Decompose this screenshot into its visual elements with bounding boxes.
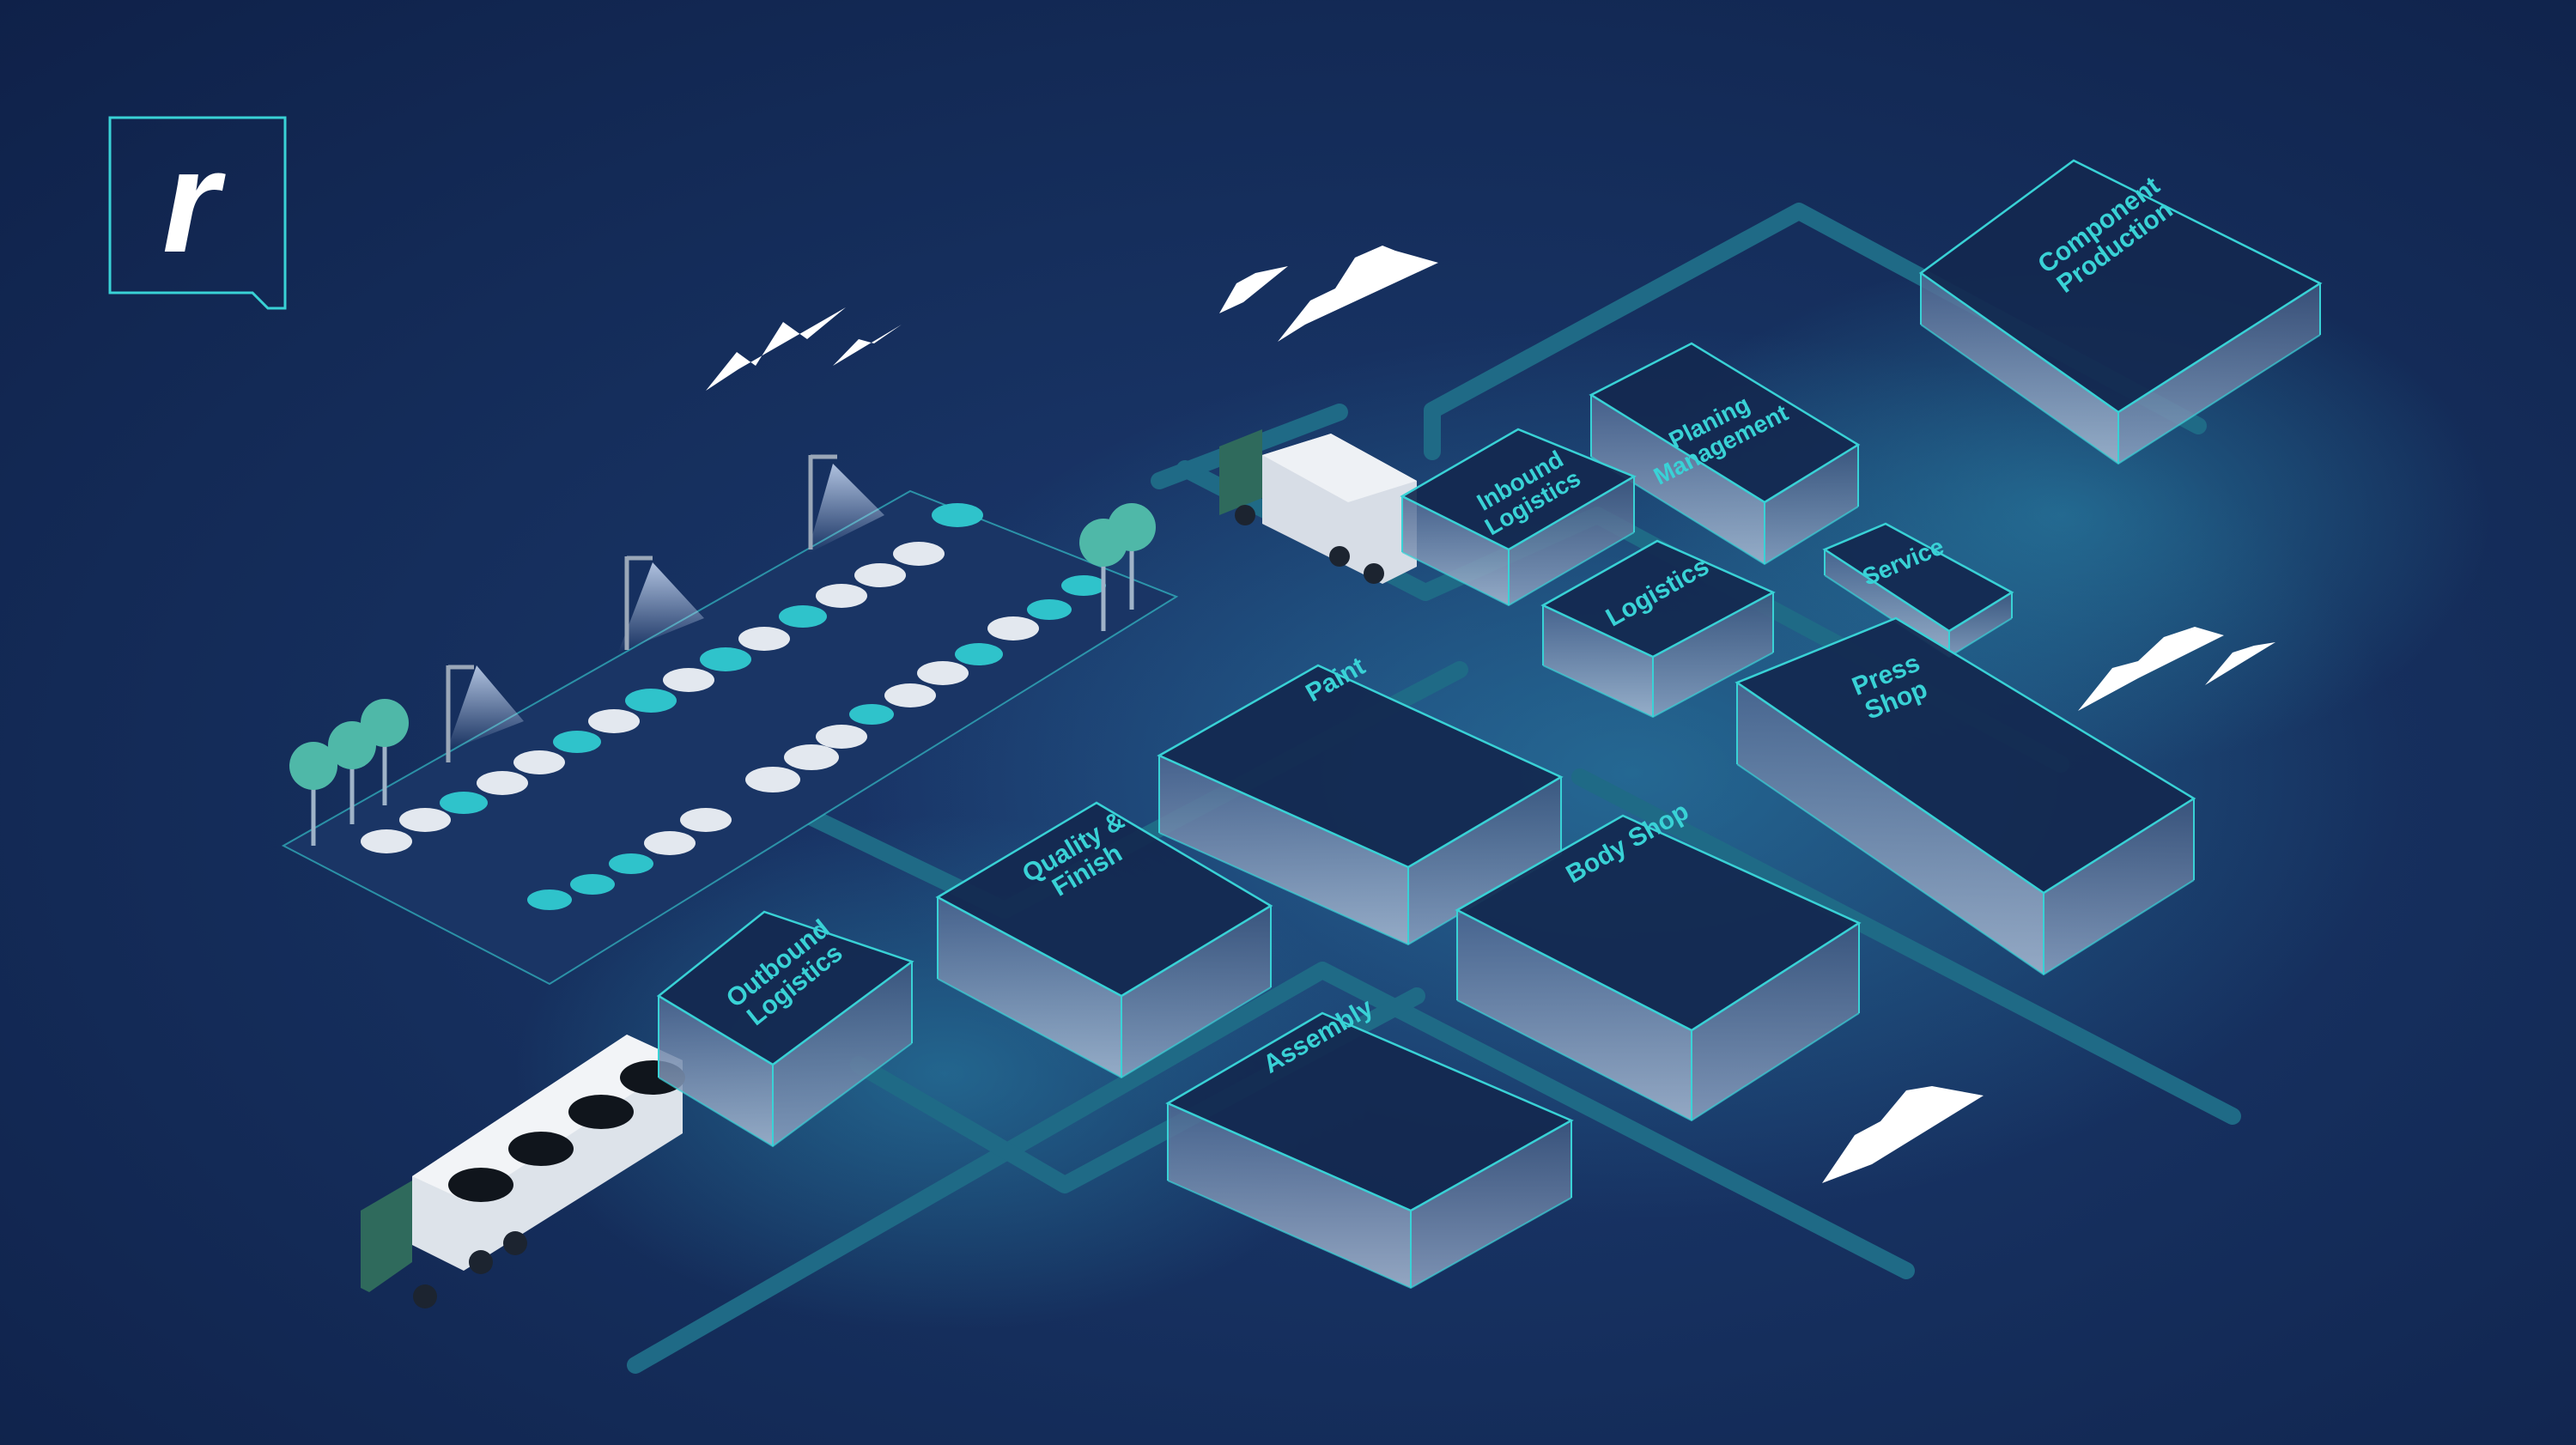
department-press-shop[interactable]: PressShop xyxy=(1735,616,2196,976)
box-left-wall xyxy=(1737,683,2044,974)
department-planing-management[interactable]: PlaningManagement xyxy=(1589,342,1861,566)
mountain-icon xyxy=(2205,642,2275,685)
box-base-edge xyxy=(1167,1180,1572,1290)
car-icon xyxy=(588,709,640,733)
car-row-2 xyxy=(527,575,1106,910)
car-icon xyxy=(680,808,732,832)
department-logistics[interactable]: Logistics xyxy=(1540,539,1776,719)
mountain-icon xyxy=(1278,246,1438,342)
box-left-wall xyxy=(1457,910,1692,1120)
car-icon xyxy=(955,643,1003,665)
car-icon xyxy=(849,704,894,725)
box-left-wall xyxy=(938,897,1121,1078)
car-icon xyxy=(553,731,601,753)
car-icon xyxy=(816,725,867,749)
box-left-wall xyxy=(1921,273,2118,464)
car-icon xyxy=(893,542,945,566)
car-icon xyxy=(932,503,983,527)
truck-icon xyxy=(361,1035,685,1308)
department-outbound-logistics[interactable]: OutboundLogistics xyxy=(656,910,914,1148)
car-icon xyxy=(513,750,565,774)
department-assembly[interactable]: Assembly xyxy=(1165,993,1574,1290)
box-right-wall xyxy=(1509,477,1634,605)
tree-icon xyxy=(1108,503,1156,610)
box-left-wall xyxy=(1402,496,1509,605)
car-icon xyxy=(700,647,751,671)
box-right-wall xyxy=(2118,283,2320,464)
box-right-wall xyxy=(2044,798,2194,974)
inbound-truck xyxy=(1219,429,1417,584)
mountain-icon xyxy=(706,307,846,391)
street-lamp-icon xyxy=(618,556,704,653)
box-right-wall xyxy=(1949,592,2012,657)
box-base-edge xyxy=(1542,652,1774,719)
box-right-wall xyxy=(1411,1120,1571,1288)
mountain-icon xyxy=(833,325,902,366)
tree-icon xyxy=(289,742,337,846)
department-inbound-logistics[interactable]: InboundLogistics xyxy=(1400,428,1637,607)
car-icon xyxy=(399,808,451,832)
car-icon xyxy=(361,829,412,853)
car-icon xyxy=(784,744,839,770)
mountain-icon xyxy=(1822,1086,1984,1183)
department-paint[interactable]: Paint xyxy=(1157,652,1564,946)
box-base-edge xyxy=(1401,531,1635,607)
box-left-wall xyxy=(1825,549,1949,657)
car-icon xyxy=(477,771,528,795)
car-icon xyxy=(1061,575,1106,596)
car-icon xyxy=(609,853,653,874)
car-icon xyxy=(644,831,696,855)
box-right-wall xyxy=(1692,923,1859,1120)
car-row-1 xyxy=(361,503,983,853)
box-right-wall xyxy=(1408,777,1561,944)
street-lamps xyxy=(446,454,884,762)
department-quality-finish[interactable]: Quality &Finish xyxy=(935,801,1273,1079)
box-base-edge xyxy=(1456,999,1860,1122)
logo-icon: r xyxy=(108,116,287,310)
box-right-wall xyxy=(1765,445,1858,564)
car-icon xyxy=(745,767,800,792)
box-left-wall xyxy=(1168,1103,1411,1288)
mountains xyxy=(706,246,2275,1183)
box-base-edge xyxy=(1920,324,2321,465)
box-left-wall xyxy=(1543,605,1653,717)
mountain-icon xyxy=(1219,266,1288,313)
car-icon xyxy=(854,563,906,587)
car-icon xyxy=(663,668,714,692)
department-boxes: ComponentProductionPlaningManagementInbo… xyxy=(656,159,2323,1290)
car-icon xyxy=(738,627,790,651)
car-icon xyxy=(917,661,969,685)
box-left-wall xyxy=(1159,756,1408,944)
trees xyxy=(289,503,1156,846)
box-left-wall xyxy=(1591,395,1765,564)
brand-logo: r xyxy=(108,116,287,310)
box-base-edge xyxy=(1590,456,1859,566)
car-icon xyxy=(1027,599,1072,620)
box-right-wall xyxy=(1653,592,1773,717)
box-base-edge xyxy=(1736,763,2195,976)
car-icon xyxy=(987,616,1039,641)
box-right-wall xyxy=(1121,906,1271,1078)
truck-icon xyxy=(1219,429,1417,584)
car-icon xyxy=(779,605,827,628)
car-icon xyxy=(816,584,867,608)
mountain-icon xyxy=(2078,627,2224,711)
car-icon xyxy=(884,683,936,707)
car-icon xyxy=(570,874,615,895)
car-icon xyxy=(527,889,572,910)
car-icon xyxy=(625,689,677,713)
parking-lot xyxy=(281,454,1179,986)
box-left-wall xyxy=(659,996,773,1146)
street-lamp-icon xyxy=(807,454,884,554)
car-icon xyxy=(440,792,488,814)
box-base-edge xyxy=(658,1042,913,1148)
tree-icon xyxy=(361,699,409,805)
department-component-production[interactable]: ComponentProduction xyxy=(1918,159,2323,465)
box-right-wall xyxy=(773,962,912,1146)
street-lamp-icon xyxy=(446,665,524,762)
box-base-edge xyxy=(937,978,1272,1079)
outbound-truck xyxy=(361,1035,685,1308)
logo-letter: r xyxy=(162,120,226,283)
